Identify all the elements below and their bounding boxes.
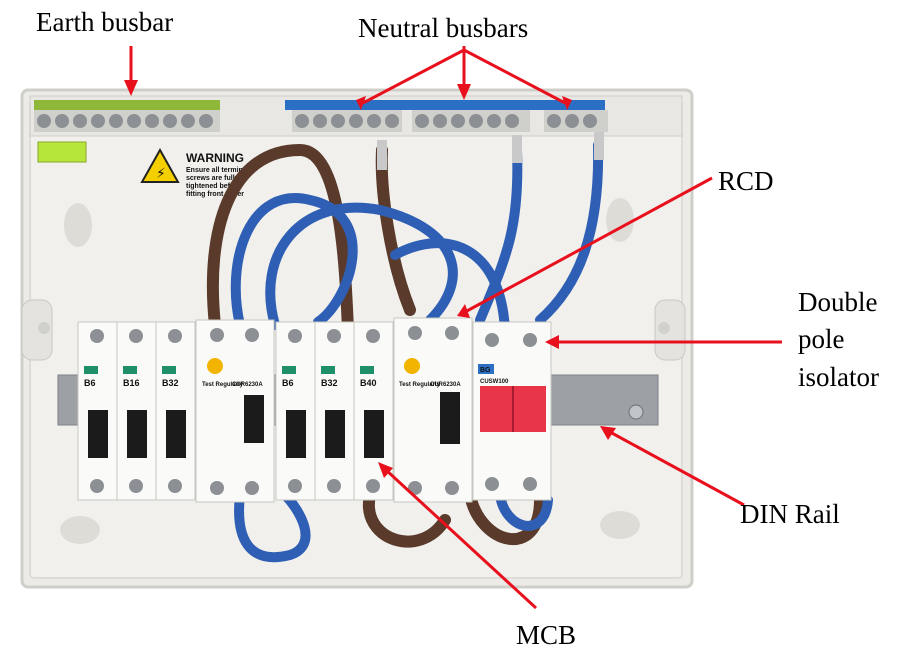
mcb-rating-2: B16	[123, 378, 140, 388]
warning-line-4: fitting front cover	[186, 191, 244, 198]
rcd-right: Test Regularly CUR6230A	[393, 317, 473, 503]
isolator-model: CUSW100	[480, 379, 509, 385]
mcb-rating-5: B32	[321, 378, 338, 388]
rcd-right-test-label: Test Regularly	[399, 382, 441, 388]
mcb-group-right: B6 B32 B40	[275, 321, 394, 501]
mcb-group-left: B6 B16 B32	[77, 321, 196, 501]
warning-title: WARNING	[186, 151, 244, 165]
rcd-left-model: CUR6230A	[232, 382, 263, 388]
rcd-left-test-label: Test Regularly	[202, 382, 244, 388]
label-double-pole-isolator-3: isolator	[798, 362, 879, 392]
warning-line-3: tightened before	[186, 183, 241, 190]
warning-label: ⚡ WARNING Ensure all terminal screws are…	[140, 147, 249, 198]
rcd-left: Test Regularly CUR6230A	[195, 319, 275, 503]
label-double-pole-isolator-1: Double	[798, 287, 878, 317]
annotation-arrows	[124, 46, 782, 610]
warning-line-2: screws are fully	[186, 175, 239, 182]
double-pole-isolator: BG CUSW100	[472, 321, 552, 501]
label-earth-busbar: Earth busbar	[36, 7, 174, 37]
svg-text:⚡: ⚡	[156, 165, 166, 181]
label-neutral-busbars: Neutral busbars	[358, 13, 529, 43]
label-mcb: MCB	[516, 620, 577, 650]
device-row: B6 B16 B32 Test Regularly CUR6230A	[77, 317, 552, 503]
neutral-busbars	[285, 100, 608, 132]
mcb-rating-3: B32	[162, 378, 179, 388]
mcb-rating-6: B40	[360, 378, 377, 388]
label-rcd: RCD	[718, 166, 774, 196]
isolator-brand: BG	[480, 367, 491, 374]
warning-line-1: Ensure all terminal	[186, 167, 249, 174]
label-double-pole-isolator-2: pole	[798, 324, 845, 354]
mcb-rating-4: B6	[282, 378, 294, 388]
label-din-rail: DIN Rail	[740, 499, 840, 529]
earth-busbar	[34, 100, 220, 163]
rcd-right-model: CUR6230A	[430, 382, 461, 388]
mcb-rating-1: B6	[84, 378, 96, 388]
